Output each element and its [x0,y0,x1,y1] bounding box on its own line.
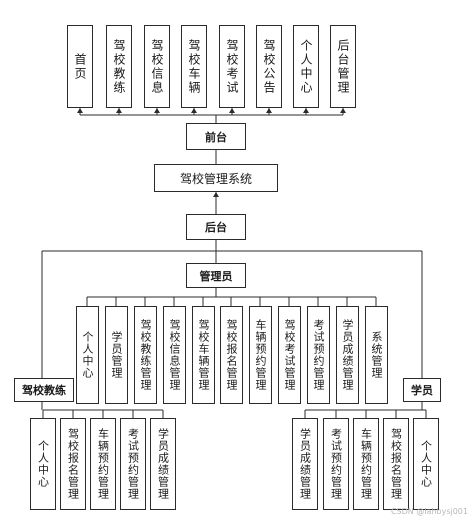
student-module-score-mgmt: 学员成绩管理 [292,418,318,510]
system-node: 驾校管理系统 [154,164,278,192]
admin-module-vehicle-booking-mgmt: 车辆预约管理 [249,306,272,404]
admin-module-system-mgmt: 系统管理 [365,306,388,404]
coach-module-registration-mgmt: 驾校报名管理 [60,418,86,510]
coach-node: 驾校教练 [14,378,74,402]
backend-node: 后台 [186,214,246,240]
admin-module-student-mgmt: 学员管理 [105,306,128,404]
arrow-head [191,108,197,113]
student-node: 学员 [403,378,441,402]
top-module-notice: 驾校公告 [256,25,282,108]
coach-module-personal-center: 个人中心 [30,418,56,510]
top-module-vehicle: 驾校车辆 [181,25,207,108]
admin-module-personal-center: 个人中心 [76,306,99,404]
arrow-head [340,108,346,113]
arrow-head [266,108,272,113]
top-module-exam: 驾校考试 [219,25,245,108]
admin-node: 管理员 [186,263,246,288]
arrow-head [154,108,160,113]
student-module-vehicle-booking-mgmt: 车辆预约管理 [353,418,379,510]
top-module-school-info: 驾校信息 [144,25,170,108]
admin-module-school-info-mgmt: 驾校信息管理 [163,306,186,404]
watermark: CSDN @lahbysj001 [390,507,468,516]
arrow-head [213,192,219,197]
student-module-registration-mgmt: 驾校报名管理 [383,418,409,510]
arrow-head [77,108,83,113]
coach-module-exam-booking-mgmt: 考试预约管理 [120,418,146,510]
admin-module-score-mgmt: 学员成绩管理 [336,306,359,404]
student-module-exam-booking-mgmt: 考试预约管理 [323,418,349,510]
admin-module-exam-mgmt: 驾校考试管理 [278,306,301,404]
arrow-head [229,108,235,113]
top-module-coach: 驾校教练 [106,25,132,108]
admin-module-coach-mgmt: 驾校教练管理 [134,306,157,404]
admin-module-registration-mgmt: 驾校报名管理 [220,306,243,404]
arrow-head [116,108,122,113]
student-module-personal-center: 个人中心 [413,418,439,510]
coach-module-score-mgmt: 学员成绩管理 [150,418,176,510]
top-module-home: 首页 [67,25,93,108]
frontend-node: 前台 [186,123,246,150]
arrow-head [303,108,309,113]
top-module-personal-center: 个人中心 [293,25,319,108]
top-module-backend-management: 后台管理 [330,25,356,108]
admin-module-exam-booking-mgmt: 考试预约管理 [307,306,330,404]
admin-module-vehicle-mgmt: 驾校车辆管理 [192,306,215,404]
coach-module-vehicle-booking-mgmt: 车辆预约管理 [90,418,116,510]
